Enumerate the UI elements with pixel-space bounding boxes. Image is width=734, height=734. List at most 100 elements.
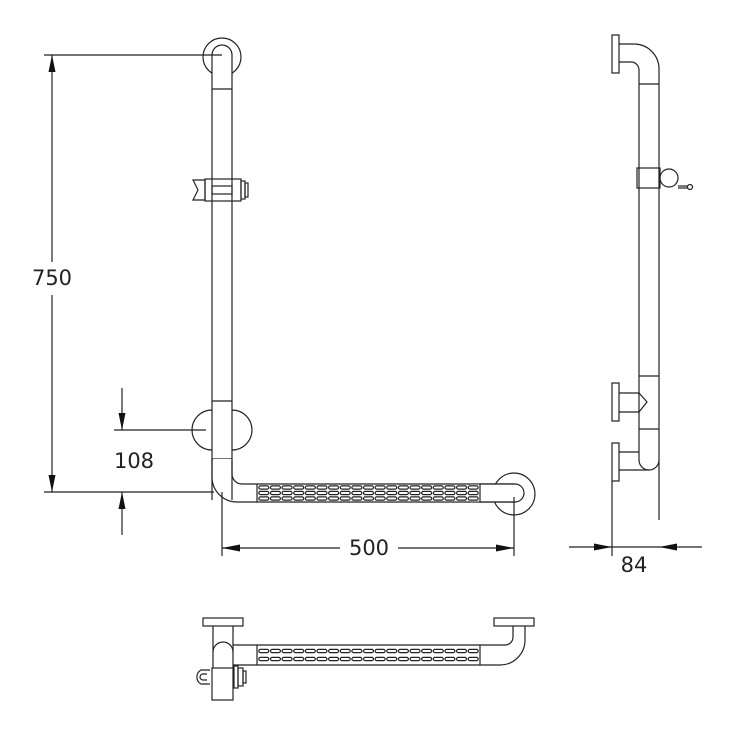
perforation-slot [316,490,328,496]
perforation-slot [432,485,444,490]
front-view [191,37,536,516]
perforation-slot [362,496,375,501]
perforation-slot [397,648,409,654]
perforation-slot [432,648,444,654]
perforation-slot [293,648,305,654]
perforation-slot [328,496,340,501]
top-grip-perforation [258,648,479,662]
grip-perforation [258,485,479,501]
flange-offset-label: 108 [114,449,154,473]
perforation-slot [386,490,398,496]
perforation-slot [432,496,444,501]
dimension-flange-offset: 108 [114,388,206,535]
perforation-slot [304,496,316,501]
perforation-slot [421,648,433,654]
perforation-slot [362,485,375,490]
perforation-slot [269,490,282,496]
perforation-slot [409,656,421,662]
dimension-depth: 84 [569,481,702,577]
perforation-slot [467,656,479,662]
perforation-slot [293,485,305,490]
perforation-slot [328,656,340,662]
perforation-slot [293,656,305,662]
perforation-slot [339,490,351,496]
perforation-slot [444,496,456,501]
perforation-slot [467,648,479,654]
perforation-slot [455,490,468,496]
perforation-slot [397,496,409,501]
perforation-slot [362,648,375,654]
perforation-slot [304,656,316,662]
perforation-slot [374,485,386,490]
perforation-slot [328,485,340,490]
perforation-slot [374,496,386,501]
perforation-slot [455,648,468,654]
perforation-slot [409,490,421,496]
perforation-slot [362,656,375,662]
perforation-slot [386,656,398,662]
perforation-slot [455,485,468,490]
perforation-slot [339,485,351,490]
perforation-slot [432,490,444,496]
perforation-slot [421,485,433,490]
perforation-slot [444,648,456,654]
height-label: 750 [32,266,72,290]
perforation-slot [269,656,282,662]
perforation-slot [455,496,468,501]
perforation-slot [339,648,351,654]
perforation-slot [281,648,293,654]
perforation-slot [421,656,433,662]
top-view [196,617,535,701]
length-label: 500 [349,536,389,560]
side-view [611,34,694,520]
perforation-slot [351,490,363,496]
perforation-slot [386,496,398,501]
perforation-slot [374,648,386,654]
perforation-slot [293,490,305,496]
side-slider [636,167,694,191]
perforation-slot [269,648,282,654]
perforation-slot [397,490,409,496]
perforation-slot [304,485,316,490]
perforation-slot [316,496,328,501]
perforation-slot [444,656,456,662]
perforation-slot [409,648,421,654]
perforation-slot [269,485,282,490]
perforation-slot [432,656,444,662]
perforation-slot [281,496,293,501]
perforation-slot [386,648,398,654]
perforation-slot [351,656,363,662]
perforation-slot [281,485,293,490]
depth-label: 84 [621,553,648,577]
perforation-slot [386,485,398,490]
perforation-slot [421,496,433,501]
perforation-slot [455,656,468,662]
perforation-slot [351,485,363,490]
perforation-slot [281,490,293,496]
perforation-slot [258,648,270,654]
perforation-slot [362,490,375,496]
perforation-slot [351,496,363,501]
perforation-slot [444,490,456,496]
perforation-slot [374,490,386,496]
perforation-slot [409,496,421,501]
perforation-slot [293,496,305,501]
perforation-slot [339,496,351,501]
perforation-slot [258,490,270,496]
dimension-length: 500 [221,492,515,560]
dimension-height: 750 [32,54,222,493]
perforation-slot [397,656,409,662]
shower-slider [192,178,249,202]
perforation-slot [316,485,328,490]
perforation-slot [421,490,433,496]
perforation-slot [397,485,409,490]
perforation-slot [258,485,270,490]
perforation-slot [316,648,328,654]
perforation-slot [304,648,316,654]
perforation-slot [258,496,270,501]
perforation-slot [409,485,421,490]
perforation-slot [281,656,293,662]
perforation-slot [328,490,340,496]
top-shower-holder [196,665,247,701]
